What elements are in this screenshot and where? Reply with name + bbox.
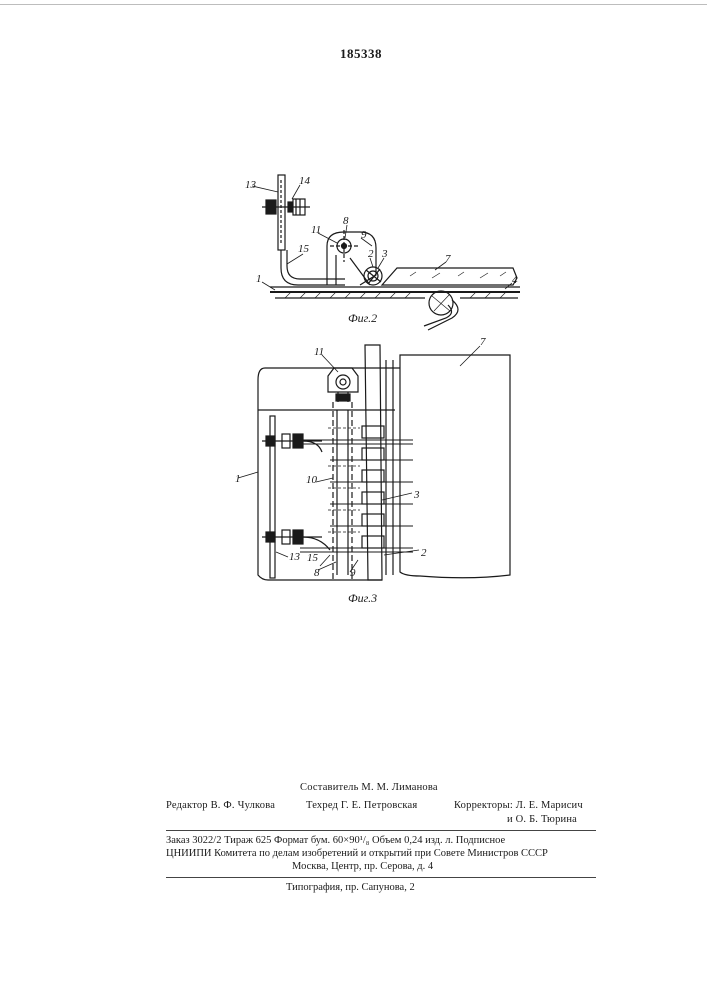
fig2-label-11: 11: [311, 224, 321, 236]
imprint-correctors: Корректоры: Л. Е. Марисич: [454, 799, 583, 812]
imprint-correctors-second: и О. Б. Тюрина: [507, 813, 577, 826]
imprint-printer: Типография, пр. Сапунова, 2: [286, 881, 415, 894]
fig3-label-10: 10: [306, 474, 318, 486]
fig3-label-3: 3: [413, 489, 420, 501]
imprint-editor: Редактор В. Ф. Чулкова: [166, 799, 275, 812]
imprint-rule-2: [166, 877, 596, 878]
fig3-label-11: 11: [314, 346, 324, 358]
fig3-label-2: 2: [421, 547, 427, 559]
fig2-label-9: 9: [361, 229, 367, 241]
figure-2-labels: 13 14 11 8 9 15 2 3 7 4 1 Фиг.2: [245, 175, 518, 325]
fig3-label-13: 13: [289, 551, 301, 563]
fig2-label-8: 8: [343, 215, 349, 227]
imprint-tech-editor: Техред Г. Е. Петровская: [306, 799, 417, 812]
technical-drawing: 13 14 11 8 9 15 2 3 7 4 1 Фиг.2 11 7 1 1…: [0, 0, 707, 640]
fig3-caption: Фиг.3: [348, 591, 377, 605]
figure-3-labels: 11 7 1 10 3 2 13 15 8 9 Фиг.3: [235, 336, 486, 605]
fig3-label-1: 1: [235, 473, 241, 485]
fig3-label-9: 9: [350, 567, 356, 579]
imprint-order-line: Заказ 3022/2 Тираж 625 Формат бум. 60×90…: [166, 834, 505, 847]
imprint-org-line: ЦНИИПИ Комитета по делам изобретений и о…: [166, 847, 548, 860]
fig2-label-13: 13: [245, 179, 257, 191]
fig2-label-4: 4: [512, 274, 518, 286]
fig2-label-15: 15: [298, 243, 310, 255]
imprint-address: Москва, Центр, пр. Серова, д. 4: [292, 860, 433, 873]
fig2-label-14: 14: [299, 175, 311, 187]
fig2-label-3: 3: [381, 248, 388, 260]
imprint-compiler: Составитель М. М. Лиманова: [300, 781, 438, 794]
figure-3-drawing: [238, 345, 510, 580]
fig2-label-7: 7: [445, 253, 451, 265]
fig2-label-2: 2: [368, 248, 374, 260]
fig2-label-1: 1: [256, 273, 262, 285]
fig2-caption: Фиг.2: [348, 311, 377, 325]
imprint-rule: [166, 830, 596, 831]
fig3-label-8: 8: [314, 567, 320, 579]
fig3-label-7: 7: [480, 336, 486, 348]
fig3-label-15: 15: [307, 552, 319, 564]
